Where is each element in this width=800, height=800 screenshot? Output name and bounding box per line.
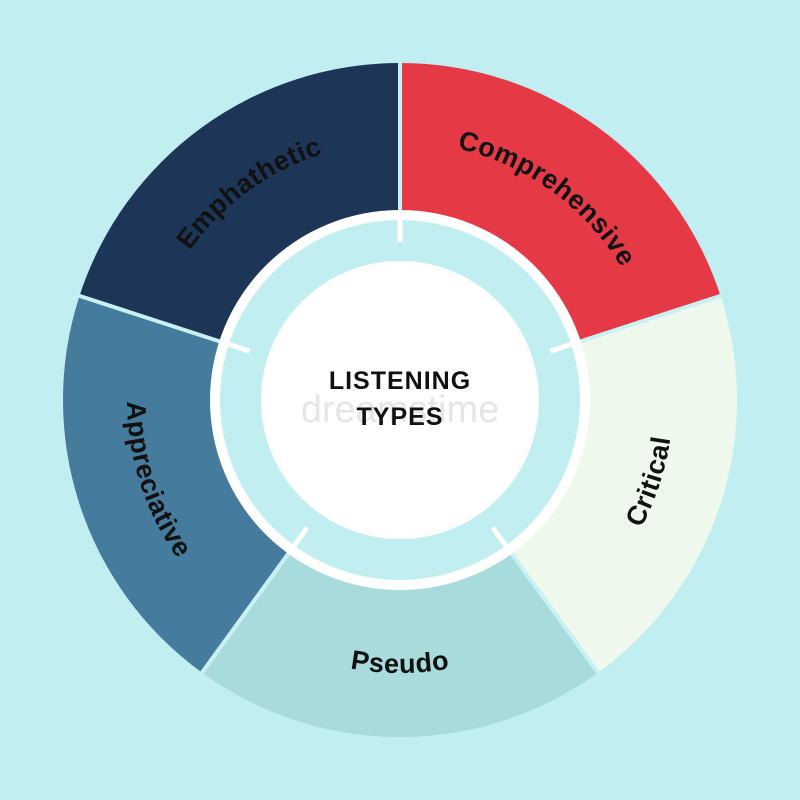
segment-label-3: Pseudo (349, 645, 451, 679)
inner-ring-group (210, 210, 590, 590)
inner-ring-tick (549, 338, 582, 354)
center-title-line2: TYPES (357, 403, 444, 431)
inner-ring-tick (218, 338, 251, 354)
segment-separator (506, 547, 601, 676)
segment-1 (400, 63, 721, 343)
segments-group (63, 61, 737, 737)
segment-3 (201, 550, 599, 737)
inner-ring-tick (490, 526, 514, 556)
segment-separator (199, 547, 294, 676)
center-circle (261, 261, 539, 539)
center-title-line1: LISTENING (329, 367, 471, 395)
segment-separator (76, 293, 226, 346)
watermark-text: dreamstime (301, 389, 500, 431)
segment-2 (509, 295, 737, 673)
inner-ring-tick (286, 526, 310, 556)
center-group: dreamstime LISTENING TYPES (301, 367, 500, 431)
segment-separator (574, 293, 724, 346)
segment-4 (63, 295, 291, 673)
segment-5 (79, 63, 400, 343)
